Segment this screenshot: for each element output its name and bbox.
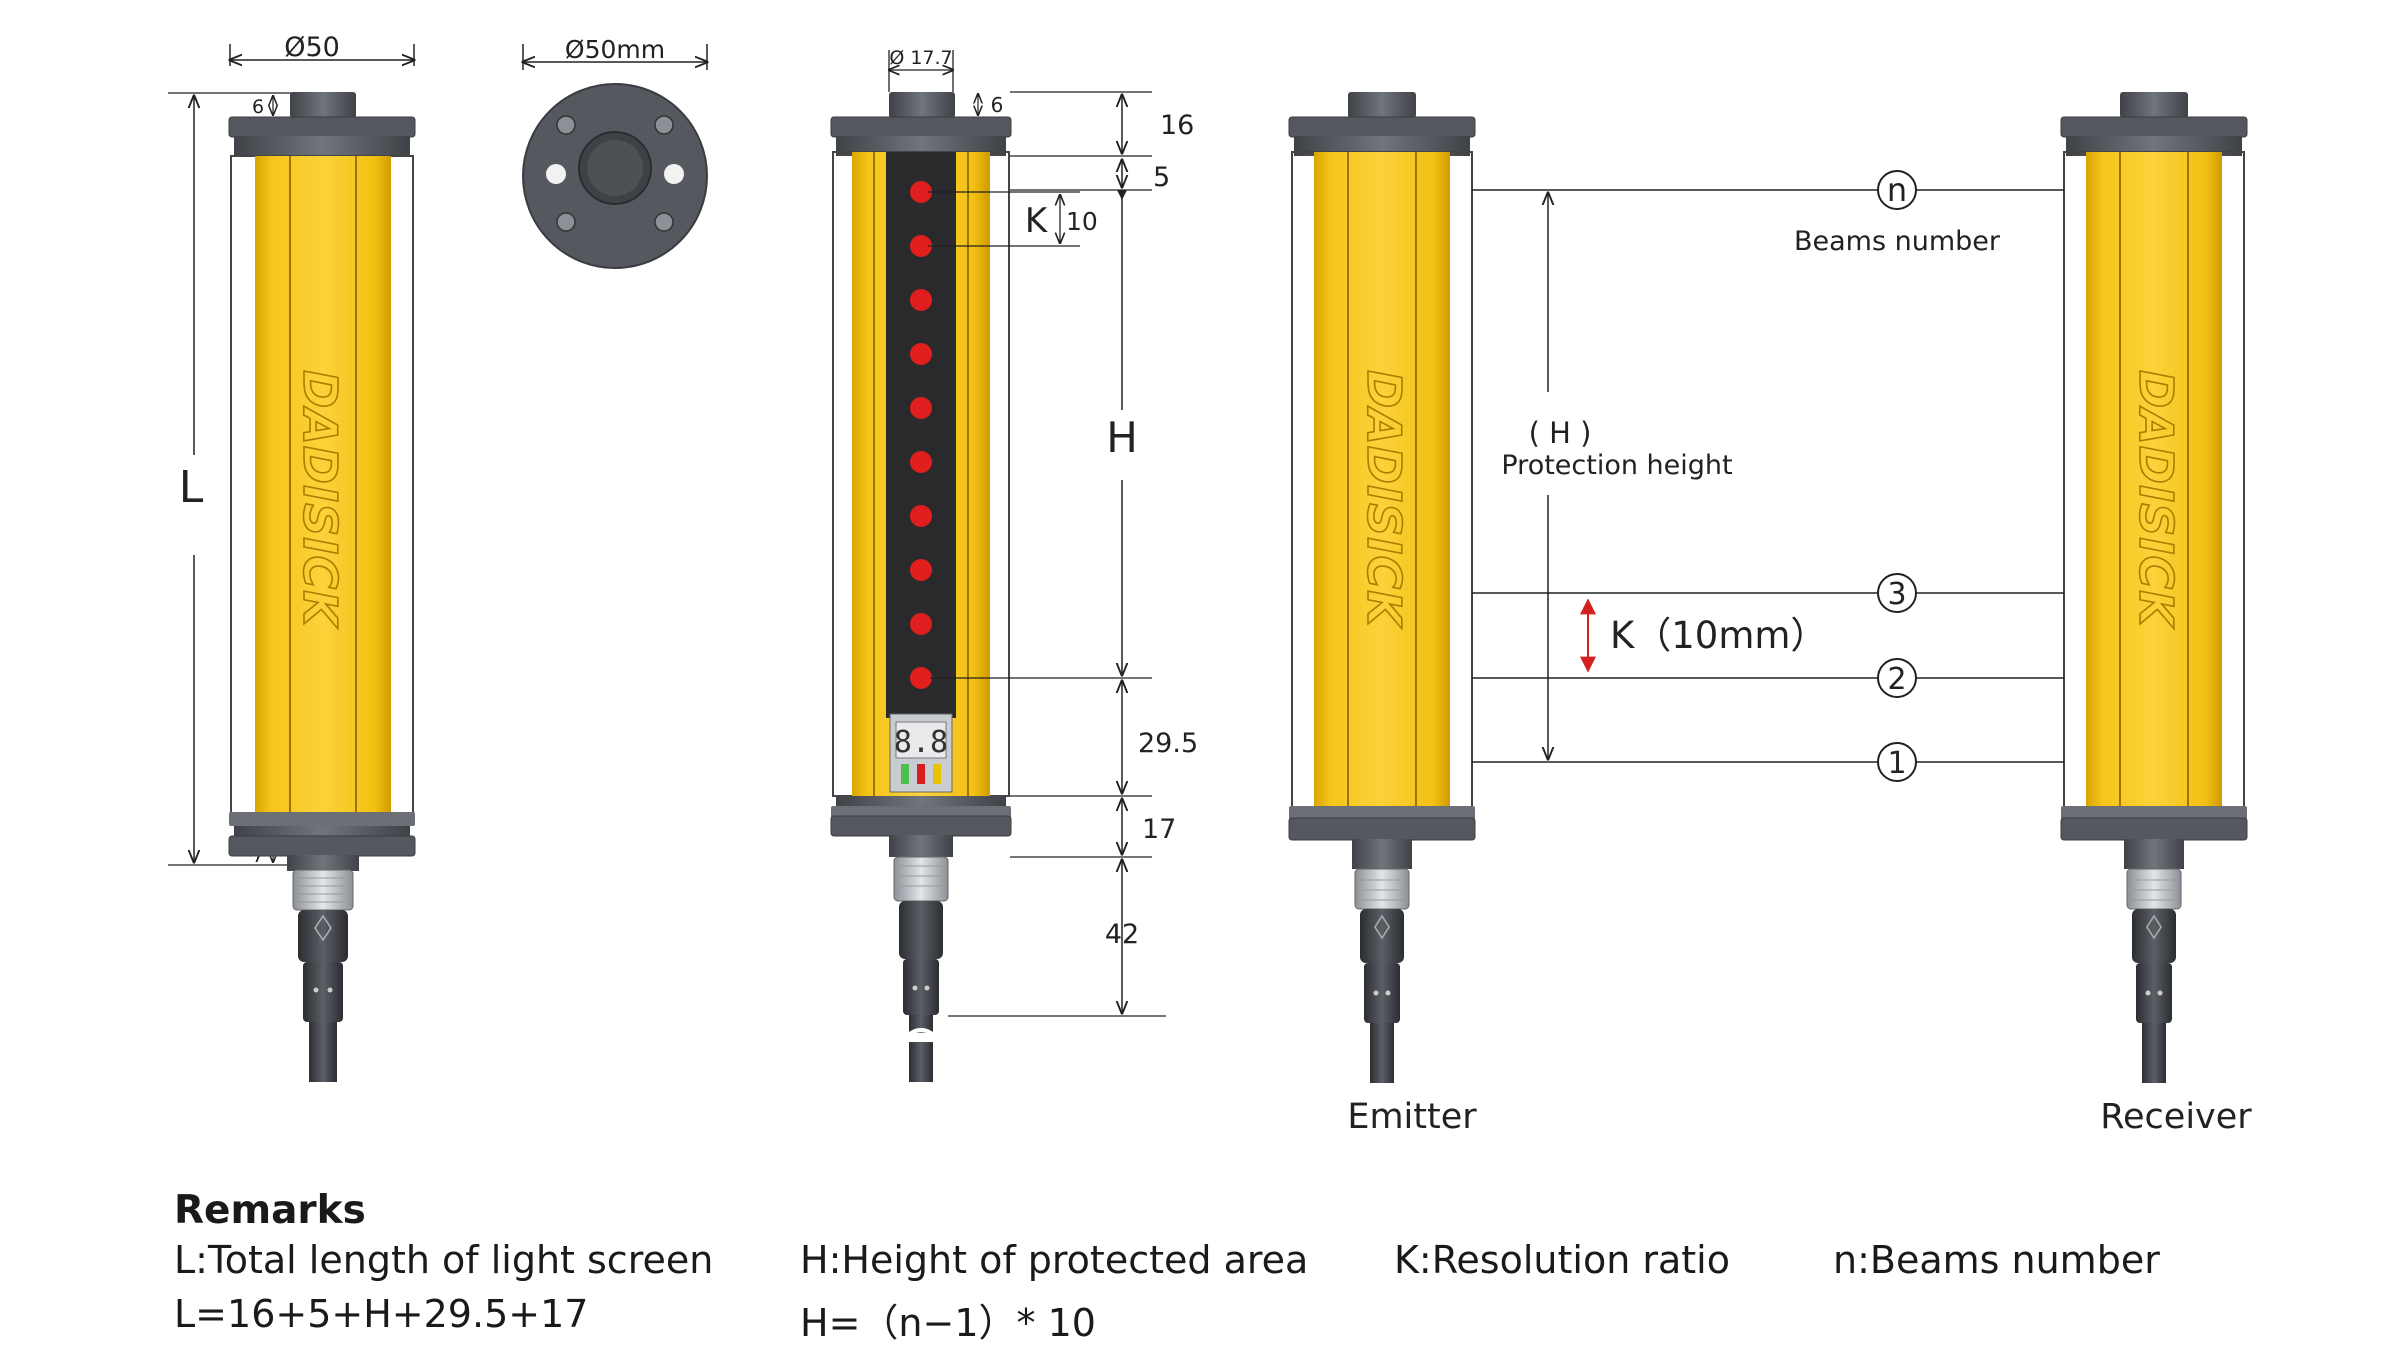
k-label: K (1025, 201, 1049, 241)
led-10 (910, 667, 932, 689)
dim-protection-height: H (1106, 413, 1138, 462)
dim-gap: 5 (1153, 162, 1170, 193)
led-8 (910, 559, 932, 581)
cap-height-label: 6 (991, 93, 1004, 117)
led-column (910, 181, 932, 689)
led-6 (910, 451, 932, 473)
digit-display: 8.8 (894, 725, 948, 760)
front-view: Ø 17.7 6 8.8 (830, 47, 1198, 1082)
beam-n-label: n (1887, 171, 1907, 209)
led-9 (910, 613, 932, 635)
window-width-label: Ø 17.7 (889, 47, 952, 69)
protection-height-caption: Protection height (1501, 450, 1732, 481)
emitter-label: Emitter (1347, 1097, 1477, 1137)
led-5 (910, 397, 932, 419)
beam-2-label: 2 (1887, 662, 1906, 697)
led-7 (910, 505, 932, 527)
beam-1-label: 1 (1887, 746, 1906, 781)
brand-logo: DADISICK (1357, 370, 1411, 629)
h-label: ( H ) (1529, 416, 1592, 450)
side-brand-logo: DADISICK (293, 370, 347, 629)
led-1 (910, 181, 932, 203)
side-view: Ø50 L 6 7 DADISICK (168, 32, 416, 1082)
dim-bottom-cap: 17 (1142, 814, 1176, 845)
pair-view: DADISICK DADISICK n 3 2 1 Beams number (… (1288, 92, 2252, 1137)
receiver-unit: DADISICK (2060, 92, 2248, 1083)
brand-logo: DADISICK (2129, 370, 2183, 629)
k-resolution-caption: K（10mm） (1610, 614, 1827, 657)
beam-3-label: 3 (1887, 577, 1906, 612)
led-4 (910, 343, 932, 365)
top-diameter-label: Ø50mm (565, 35, 665, 64)
receiver-label: Receiver (2100, 1097, 2252, 1137)
side-top-offset: 6 (252, 96, 264, 118)
emitter-unit: DADISICK (1288, 92, 1476, 1083)
led-2 (910, 235, 932, 257)
length-label: L (179, 462, 204, 513)
dim-connector: 42 (1105, 919, 1139, 950)
side-diameter-label: Ø50 (284, 32, 340, 63)
k-value: 10 (1066, 207, 1098, 236)
led-3 (910, 289, 932, 311)
top-view: Ø50mm (523, 35, 707, 269)
dim-display-zone: 29.5 (1138, 728, 1198, 759)
beams-number-caption: Beams number (1794, 226, 2001, 257)
dim-top-cap: 16 (1160, 110, 1194, 141)
